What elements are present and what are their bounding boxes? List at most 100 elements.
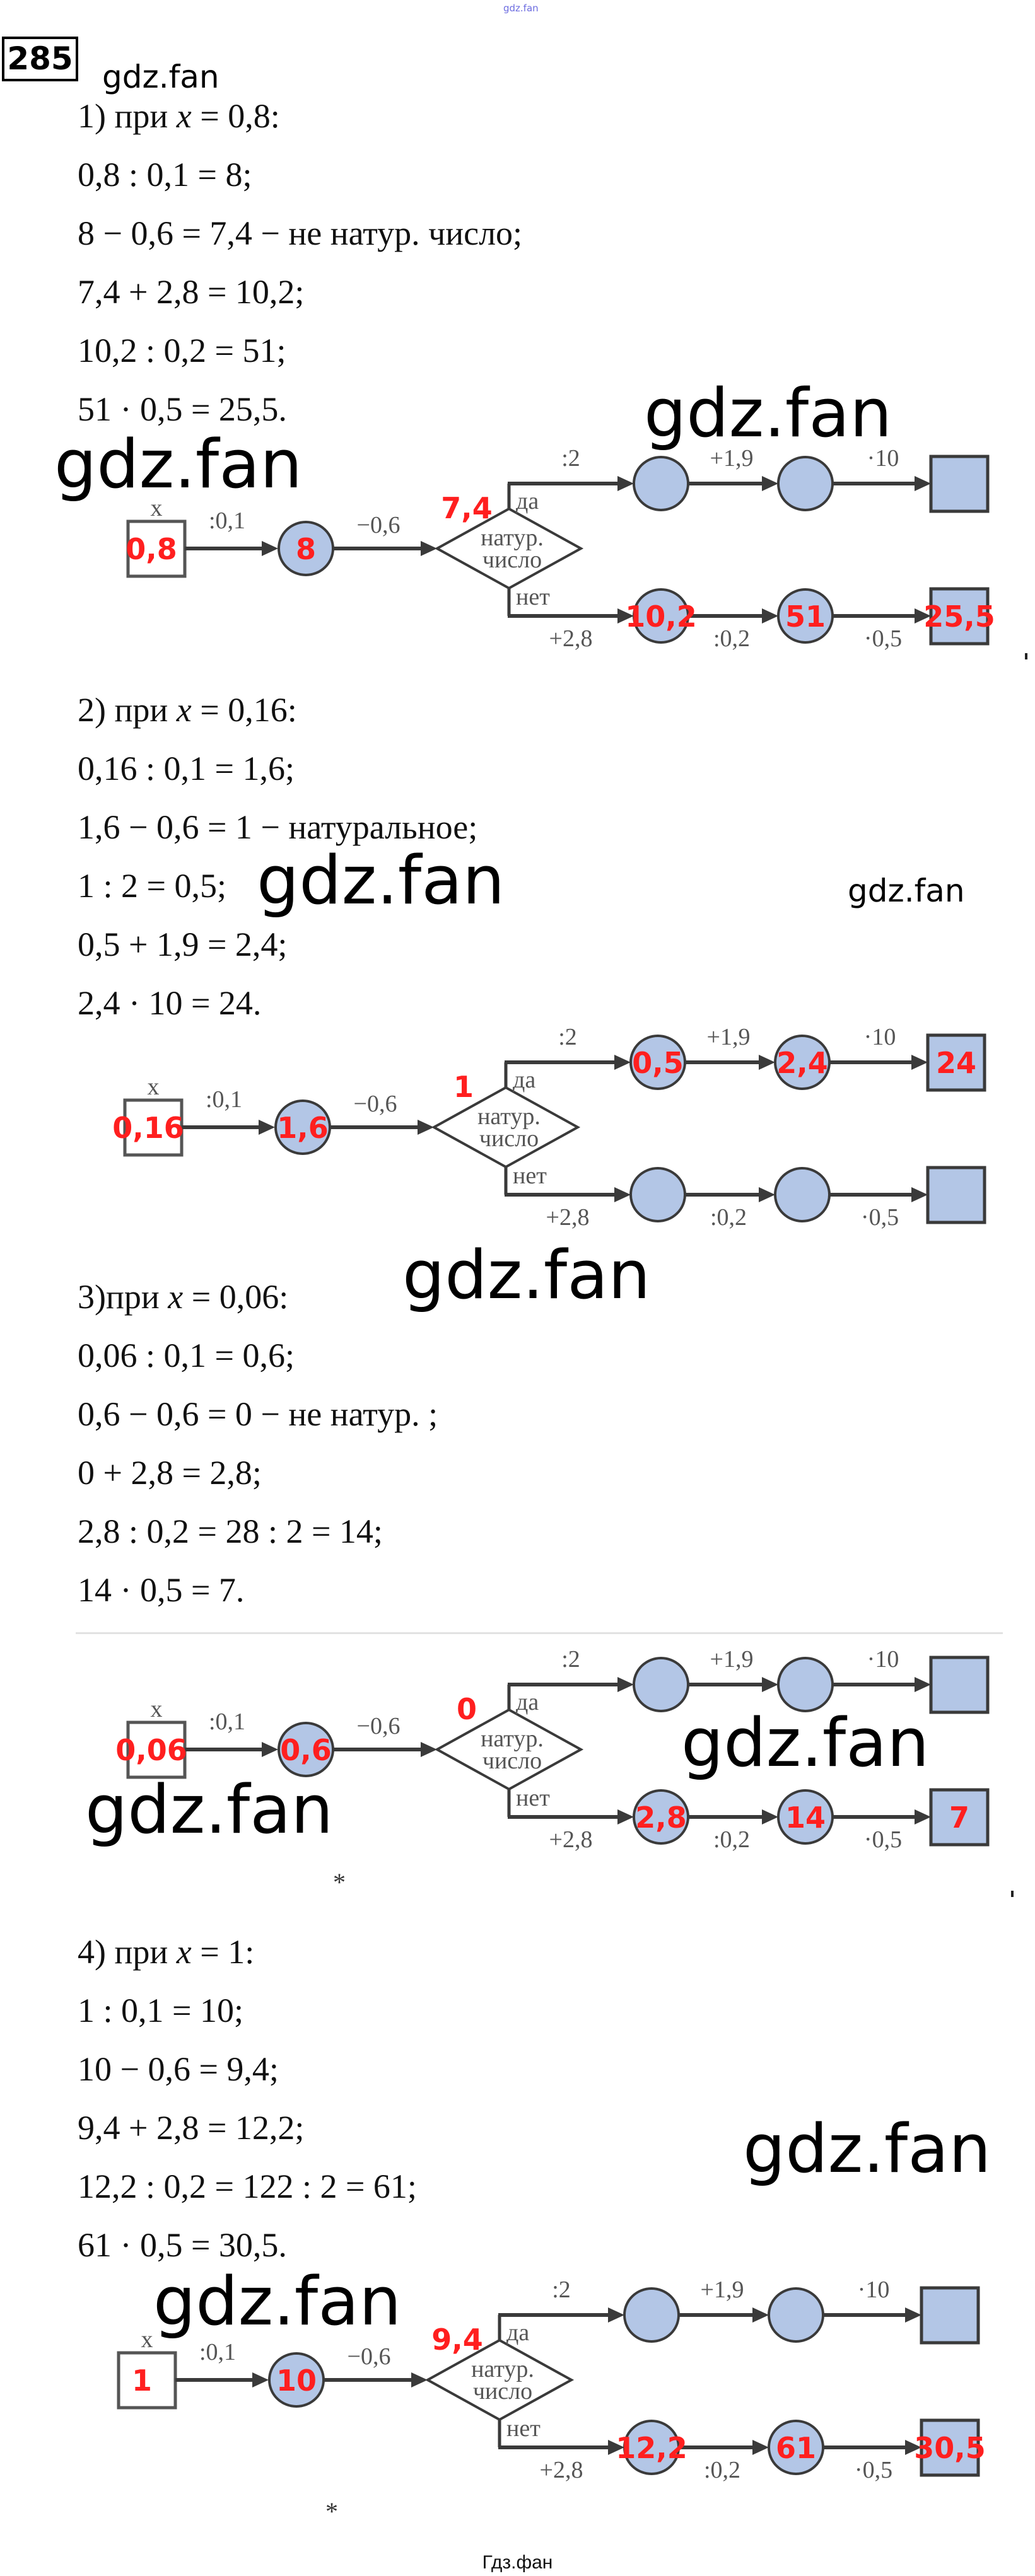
no-node-2-value: 61 <box>776 2431 816 2465</box>
operation-label-plus28: +2,8 <box>549 625 593 652</box>
arrowhead-icon <box>418 1120 434 1135</box>
variable: x <box>176 691 192 729</box>
no-result-box <box>920 2418 980 2477</box>
operation-label-plus19: +1,9 <box>710 445 754 472</box>
input-box <box>117 2351 177 2410</box>
yes-node-1 <box>623 2287 680 2343</box>
no-result-box <box>929 587 990 646</box>
yes-result-box <box>926 1033 986 1092</box>
calculation-line: 0,16 : 0,1 = 1,6; <box>78 750 295 787</box>
arrowhead-icon <box>752 2307 769 2323</box>
no-result-value: 30,5 <box>914 2431 986 2465</box>
input-variable-label: x <box>141 2326 153 2353</box>
arrowhead-icon <box>252 2372 269 2387</box>
decision-label-natur: натур. <box>481 1726 544 1752</box>
calculation-line: 1 : 2 = 0,5; <box>78 867 226 905</box>
watermark: gdz.fan <box>644 374 892 452</box>
arrowhead-icon <box>762 1809 778 1825</box>
decision-label-natur: натур. <box>477 1103 541 1130</box>
arrowhead-icon <box>614 1055 631 1070</box>
calculation-line: 0,06 : 0,1 = 0,6; <box>78 1337 295 1374</box>
arrowhead-icon <box>614 1187 631 1202</box>
input-variable-label: x <box>148 1074 160 1100</box>
calculation-line: 10,2 : 0,2 = 51; <box>78 332 286 369</box>
operation-label-div02: :0,2 <box>713 1826 750 1853</box>
decision-value: 9,4 <box>431 2323 483 2357</box>
operation-label-div2: :2 <box>561 1646 580 1673</box>
yes-result-value: 24 <box>936 1046 976 1080</box>
yes-node-1 <box>633 456 689 511</box>
no-result-value: 25,5 <box>923 600 995 634</box>
header-value: = 0,06: <box>183 1278 289 1316</box>
arrowhead-icon <box>617 1809 634 1825</box>
case-header: 2) при x = 0,16: <box>78 691 297 729</box>
arrowhead-icon <box>411 2372 428 2387</box>
operation-label-div02: :0,2 <box>704 2457 740 2483</box>
variable: x <box>168 1278 184 1316</box>
operation-label-minus06: −0,6 <box>357 512 401 538</box>
calculation-line: 0 + 2,8 = 2,8; <box>78 1454 262 1492</box>
arrowhead-icon <box>911 1187 928 1202</box>
operation-label-plus28: +2,8 <box>549 1826 593 1853</box>
yes-branch-label: да <box>516 1689 539 1715</box>
no-node-1-value: 12,2 <box>616 2431 687 2465</box>
arrowhead-icon <box>762 608 778 624</box>
no-branch-label: нет <box>516 584 550 610</box>
calculation-line: 0,6 − 0,6 = 0 − не натур. ; <box>78 1395 438 1433</box>
operation-label-mul05: ·0,5 <box>864 625 902 652</box>
no-result-box <box>929 1788 990 1847</box>
header-value: = 1: <box>191 1933 255 1971</box>
watermark: gdz.fan <box>848 873 965 909</box>
arrowhead-icon <box>259 1120 275 1135</box>
header-prefix: 1) при <box>78 97 177 135</box>
no-node-2 <box>774 1167 831 1222</box>
no-node-1-value: 2,8 <box>635 1801 687 1835</box>
yes-branch-label: да <box>506 2319 529 2346</box>
operation-label-div2: :2 <box>558 1024 577 1050</box>
operation-label-mul05: ·0,5 <box>855 2457 892 2483</box>
asterisk-mark: * <box>325 2497 338 2526</box>
operation-label-minus06: −0,6 <box>354 1091 397 1117</box>
decision-value: 0 <box>457 1692 477 1726</box>
operation-label-div02: :0,2 <box>710 1204 747 1231</box>
decision-label-chislo: число <box>482 1748 542 1774</box>
operation-label-div01: :0,1 <box>206 1086 242 1113</box>
yes-node-2 <box>768 2287 824 2343</box>
arrowhead-icon <box>905 2440 921 2455</box>
arrowhead-icon <box>759 1055 775 1070</box>
watermark: gdz.fan <box>402 1236 651 1314</box>
yes-result-box <box>929 455 990 513</box>
decision-value: 7,4 <box>441 491 493 525</box>
decision-diamond <box>431 1086 581 1169</box>
arrowhead-icon <box>915 1677 931 1692</box>
no-result-box <box>926 1166 986 1224</box>
operation-label-mul10: ·10 <box>867 445 899 472</box>
decision-label-chislo: число <box>479 1125 539 1152</box>
calculation-line: 14 · 0,5 = 7. <box>78 1571 245 1609</box>
decision-diamond <box>434 1708 584 1791</box>
operation-label-div01: :0,1 <box>199 2339 236 2365</box>
yes-result-box <box>920 2286 980 2345</box>
input-variable-label: x <box>151 495 163 521</box>
calculation-line: 1 : 0,1 = 10; <box>78 1992 243 2029</box>
arrowhead-icon <box>617 608 634 624</box>
watermark: gdz.fan <box>102 59 219 95</box>
operation-label-div2: :2 <box>561 445 580 472</box>
footer-caption: Гдз.фан <box>482 2552 553 2573</box>
operation-label-plus28: +2,8 <box>540 2457 583 2483</box>
asterisk-mark: * <box>333 1868 346 1896</box>
yes-node-2-value: 2,4 <box>776 1046 828 1080</box>
operation-label-plus28: +2,8 <box>546 1204 590 1231</box>
header-value: = 0,8: <box>191 97 280 135</box>
calculation-line: 12,2 : 0,2 = 122 : 2 = 61; <box>78 2167 417 2205</box>
operation-label-mul10: ·10 <box>867 1646 899 1673</box>
input-value: 0,8 <box>126 532 177 566</box>
yes-result-box <box>929 1656 990 1714</box>
arrowhead-icon <box>421 541 437 556</box>
operation-label-div2: :2 <box>552 2277 571 2303</box>
yes-node-2 <box>777 456 834 511</box>
no-node-1 <box>629 1167 686 1222</box>
